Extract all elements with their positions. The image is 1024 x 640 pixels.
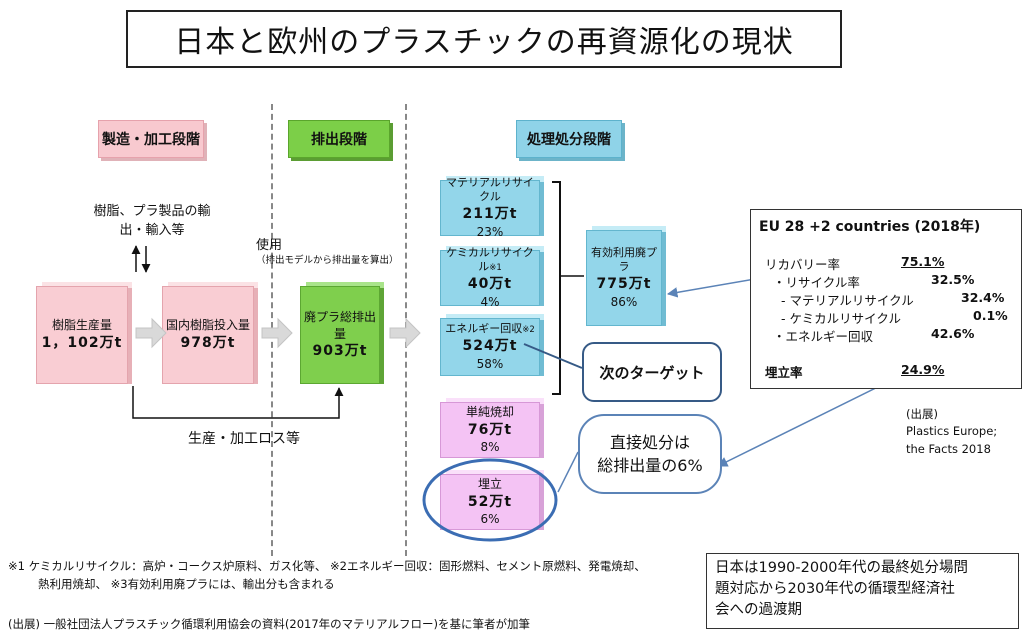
energy-recovery-value: 524万t: [462, 337, 518, 354]
eu-source-line2: Plastics Europe;: [906, 424, 998, 439]
incineration-label: 単純焼却: [465, 405, 514, 420]
incineration-box: 単純焼却 76万t 8%: [440, 398, 544, 458]
transition-note-line1: 日本は1990-2000年代の最終処分場問: [715, 560, 969, 576]
eu-stats-box: EU 28 +2 countries (2018年) リカバリー率 75.1% …: [750, 209, 1022, 389]
eu-source: (出展) Plastics Europe; the Facts 2018: [906, 406, 997, 458]
landfill-value: 52万t: [467, 493, 513, 510]
stage-manufacturing: 製造・加工段階: [98, 120, 204, 158]
transition-note-line2: 題対応から2030年代の循環型経済社: [715, 581, 955, 598]
direct-disposal-line2: 総排出量の6%: [597, 456, 703, 475]
footnotes: ※1 ケミカルリサイクル：高炉・コークス炉原料、ガス化等、 ※2エネルギー回収：…: [8, 558, 698, 594]
source-note: (出展) 一般社団法人プラスチック循環利用協会の資料(2017年のマテリアルフロ…: [8, 617, 531, 631]
energy-recovery-pct: 58%: [476, 356, 504, 371]
material-recycle-box: マテリアルリサイクル 211万t 23%: [440, 175, 544, 239]
trade-note-line2: 出・輸入等: [119, 222, 185, 238]
flow-arrow-1: [135, 317, 167, 349]
material-recycle-value: 211万t: [462, 206, 518, 223]
eu-energy-label: ・エネルギー回収: [773, 329, 874, 344]
eu-material-label: - マテリアルリサイクル: [781, 293, 914, 308]
waste-total-value: 903万t: [312, 342, 368, 359]
chemical-recycle-label: ケミカルリサイクル: [446, 245, 534, 274]
use-label: 使用: [256, 238, 283, 253]
effective-use-box: 有効利用廃プラ 775万t 86%: [586, 226, 666, 326]
waste-total-label: 廃プラ総排出量: [303, 310, 376, 341]
energy-recovery-box: エネルギー回収※2 524万t 58%: [440, 314, 544, 376]
footnote-line2: 熱利用焼却、 ※3有効利用廃プラには、輸出分も含まれる: [38, 576, 335, 591]
energy-recovery-mark: ※2: [522, 325, 535, 336]
effective-use-pct: 86%: [610, 295, 638, 310]
incineration-pct: 8%: [480, 440, 500, 455]
stage-treatment: 処理処分段階: [516, 120, 622, 158]
incineration-value: 76万t: [467, 421, 513, 438]
material-recycle-label: マテリアルリサイクル: [446, 175, 534, 204]
landfill-pct: 6%: [480, 512, 500, 527]
direct-disposal-callout: 直接処分は 総排出量の6%: [578, 414, 722, 494]
effective-use-label: 有効利用廃プラ: [591, 245, 657, 274]
direct-pointer: [557, 451, 579, 493]
eu-recycle-value: 32.5%: [931, 272, 975, 287]
footnote-line1: ※1 ケミカルリサイクル：高炉・コークス炉原料、ガス化等、 ※2エネルギー回収：…: [8, 559, 646, 573]
next-target-callout: 次のターゲット: [582, 342, 722, 402]
resin-production-box: 樹脂生産量 1，102万t: [36, 282, 132, 384]
material-recycle-pct: 23%: [476, 225, 504, 240]
transition-note-line3: 会への過渡期: [715, 602, 802, 619]
flow-arrow-3: [389, 317, 421, 349]
eu-energy-value: 42.6%: [931, 326, 975, 341]
resin-production-label: 樹脂生産量: [51, 318, 112, 333]
target-pointer: [523, 343, 583, 369]
flow-arrow-2: [261, 317, 293, 349]
treatment-bracket: [552, 181, 561, 395]
landfill-highlight: [422, 458, 558, 542]
eu-chemical-value: 0.1%: [973, 308, 1008, 323]
resin-production-value: 1，102万t: [41, 334, 123, 351]
eu-landfill-label: 埋立率: [765, 365, 803, 380]
chemical-recycle-value: 40万t: [467, 276, 513, 293]
loss-line: [132, 386, 344, 419]
eu-chemical-label: - ケミカルリサイクル: [781, 311, 901, 326]
eu-recovery-label: リカバリー率: [765, 257, 841, 272]
eu-source-line1: (出展): [906, 407, 938, 421]
transition-note: 日本は1990-2000年代の最終処分場問 題対応から2030年代の循環型経済社…: [706, 553, 1019, 629]
eu-recovery-value: 75.1%: [901, 254, 945, 269]
trade-note-line1: 樹脂、プラ製品の輸: [93, 204, 211, 219]
eu-source-line3: the Facts 2018: [906, 441, 991, 456]
stage-discharge: 排出段階: [288, 120, 390, 158]
domestic-input-value: 978万t: [180, 334, 236, 351]
landfill-compare-arrow: [717, 375, 901, 467]
energy-recovery-label: エネルギー回収: [445, 322, 523, 336]
effective-use-value: 775万t: [596, 276, 652, 293]
chemical-recycle-pct: 4%: [480, 295, 500, 310]
landfill-box: 埋立 52万t 6%: [440, 470, 544, 530]
direct-disposal-line1: 直接処分は: [609, 432, 690, 452]
domestic-input-box: 国内樹脂投入量 978万t: [162, 282, 258, 384]
eu-header: EU 28 +2 countries (2018年): [759, 219, 981, 235]
landfill-label: 埋立: [477, 477, 502, 492]
eu-recycle-label: ・リサイクル率: [773, 275, 860, 290]
chemical-recycle-mark: ※1: [489, 263, 502, 274]
eu-material-value: 32.4%: [961, 290, 1005, 305]
page-title: 日本と欧州のプラスチックの再資源化の現状: [126, 10, 842, 68]
domestic-input-label: 国内樹脂投入量: [165, 318, 250, 333]
chemical-recycle-box: ケミカルリサイクル※1 40万t 4%: [440, 245, 544, 309]
loss-label: 生産・加工ロス等: [188, 431, 300, 447]
waste-total-box: 廃プラ総排出量 903万t: [300, 282, 384, 384]
use-sub-label: （排出モデルから排出量を算出）: [256, 255, 399, 266]
trade-note: 樹脂、プラ製品の輸 出・輸入等: [92, 203, 212, 241]
eu-landfill-value: 24.9%: [901, 362, 945, 377]
